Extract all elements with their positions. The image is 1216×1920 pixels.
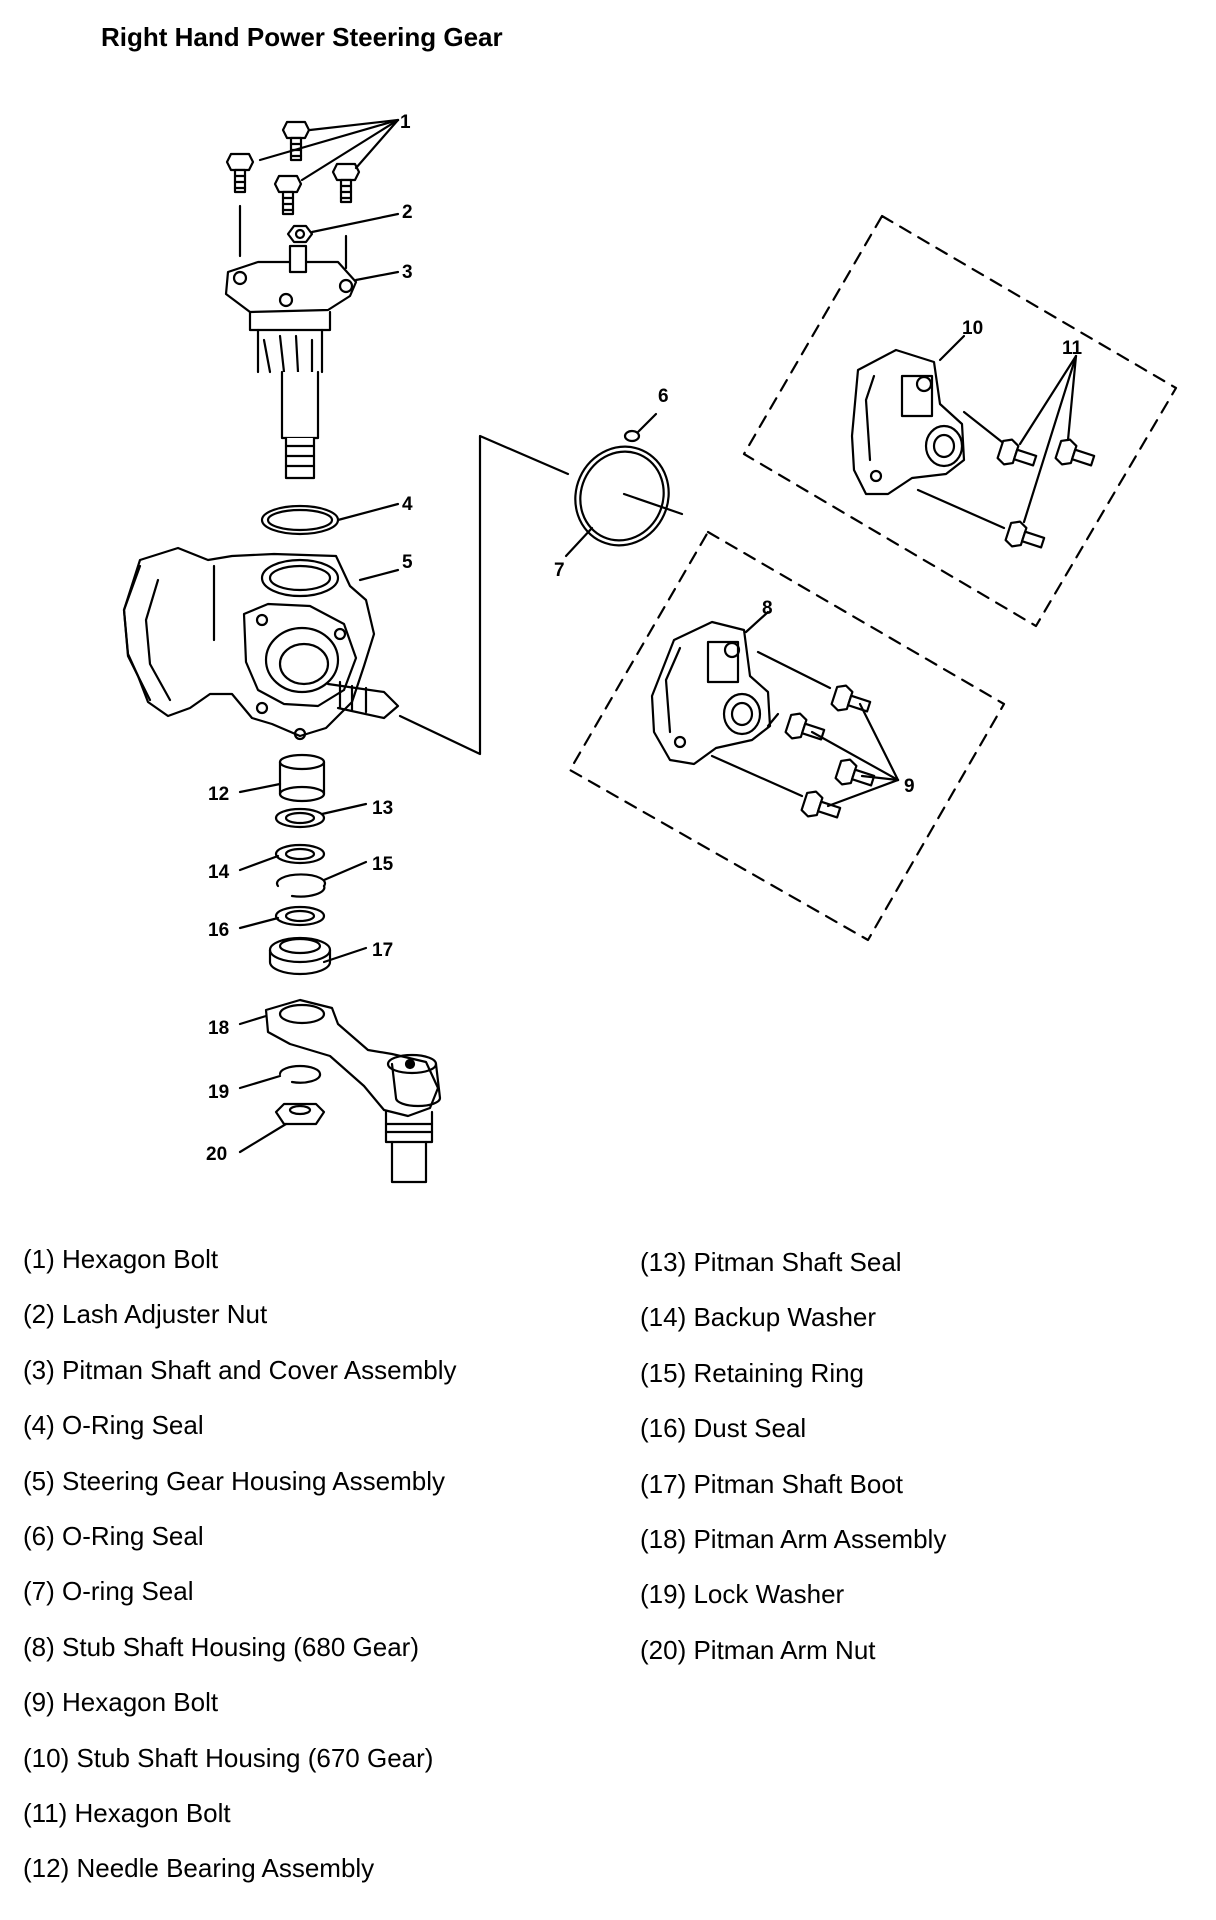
callout-8: 8 [762,598,773,619]
callout-11: 11 [1062,338,1083,359]
hexagon-bolt-group-11 [996,354,1096,549]
callout-18: 18 [208,1018,229,1039]
callout-3: 3 [402,262,413,283]
callout-20: 20 [206,1144,227,1165]
legend-item: (14) Backup Washer [640,1302,877,1333]
callout-7: 7 [554,560,565,581]
callout-6: 6 [658,386,669,407]
lock-washer-and-nut [238,1064,326,1154]
washer-stack [238,802,368,976]
legend-item: (13) Pitman Shaft Seal [640,1247,902,1277]
callout-labels: 1 2 3 4 5 6 7 8 9 10 11 12 13 14 15 16 1… [206,112,1083,1165]
legend-item: (6) O-Ring Seal [23,1520,204,1551]
o-ring-seals-6-7 [564,412,684,558]
callout-9: 9 [904,776,915,797]
callout-12: 12 [208,784,229,805]
callout-1: 1 [400,112,411,133]
callout-15: 15 [372,854,394,875]
legend-item: (15) Retaining Ring [640,1357,865,1388]
legend-item: (20) Pitman Arm Nut [640,1634,876,1665]
legend-item: (9) Hexagon Bolt [23,1687,219,1718]
pitman-shaft-cover-assembly [224,244,400,480]
callout-4: 4 [402,494,413,515]
legend-item: (2) Lash Adjuster Nut [23,1299,268,1330]
steering-gear-housing [122,546,400,741]
callout-16: 16 [208,920,229,941]
callout-17: 17 [372,940,393,961]
hexagon-bolt-group-9 [784,684,900,819]
legend-right-column: (13) Pitman Shaft Seal (14) Backup Washe… [640,1247,946,1690]
stub-shaft-housing-680 [650,610,832,798]
legend-item: (19) Lock Washer [640,1579,845,1610]
legend-item: (4) O-Ring Seal [23,1410,204,1441]
legend-item: (16) Dust Seal [640,1413,807,1444]
legend-left-column: (1) Hexagon Bolt (2) Lash Adjuster Nut (… [23,1244,457,1909]
callout-10: 10 [962,318,983,339]
callout-13: 13 [372,798,393,819]
dashed-group-boxes [568,214,1178,942]
diagram-title: Right Hand Power Steering Gear [101,22,503,52]
callout-5: 5 [402,552,413,573]
hexagon-bolt-group-1 [225,118,400,270]
legend-item: (18) Pitman Arm Assembly [640,1523,947,1554]
legend-item: (3) Pitman Shaft and Cover Assembly [23,1354,457,1385]
pitman-arm [238,998,442,1184]
callout-19: 19 [208,1082,229,1103]
legend-item: (7) O-ring Seal [23,1576,194,1607]
callout-14: 14 [208,862,230,883]
legend-item: (5) Steering Gear Housing Assembly [23,1465,445,1496]
legend-item: (12) Needle Bearing Assembly [23,1853,375,1884]
o-ring-seal-4 [260,502,400,536]
legend-item: (17) Pitman Shaft Boot [640,1468,904,1499]
legend-item: (8) Stub Shaft Housing (680 Gear) [23,1631,419,1662]
legend-item: (10) Stub Shaft Housing (670 Gear) [23,1742,434,1773]
legend-item: (1) Hexagon Bolt [23,1244,219,1274]
lash-adjuster-nut [286,212,400,244]
needle-bearing [238,753,326,803]
exploded-view-diagram: 1 2 3 4 5 6 7 8 9 10 11 12 13 14 15 16 1… [122,112,1178,1184]
callout-2: 2 [402,202,413,223]
leader-connector [398,434,570,756]
stub-shaft-housing-670 [850,334,1006,530]
legend-item: (11) Hexagon Bolt [23,1797,231,1828]
